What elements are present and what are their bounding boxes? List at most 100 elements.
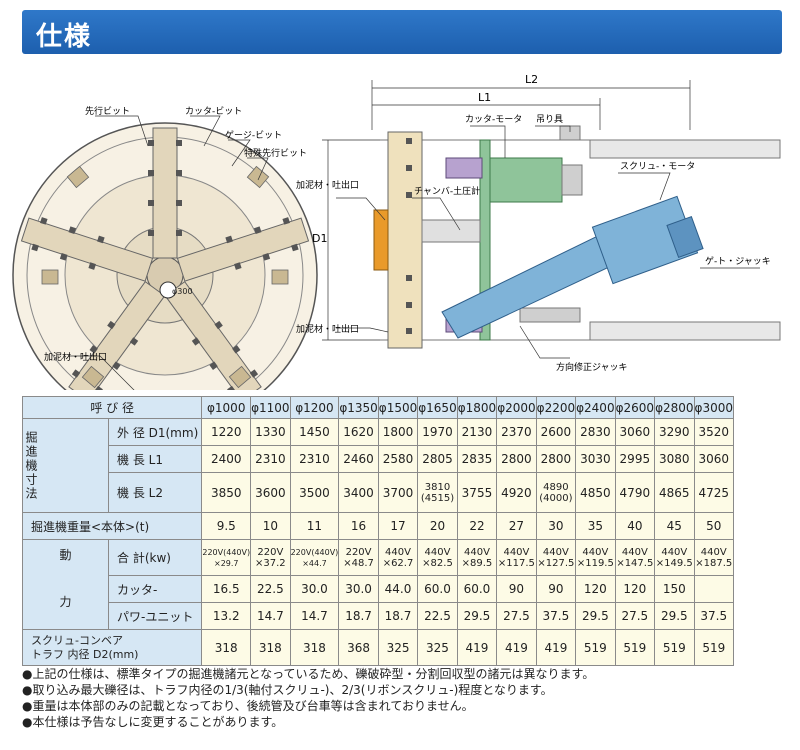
spec-table: 呼 び 径 φ1000 φ1100 φ1200 φ1350 φ1500 φ165… <box>21 396 735 666</box>
section-title-bar: 仕様 <box>22 10 782 54</box>
cell-d1: 2600 <box>535 418 577 446</box>
mud-outlet-upper-label: 加泥材・吐出口 <box>296 179 359 191</box>
cell-total: 440V ×119.5 <box>575 539 616 576</box>
cell-l2: 4920 <box>496 472 537 513</box>
cell-weight: 17 <box>377 512 419 540</box>
table-row-cutter: カッタ- 16.5 22.5 30.0 30.0 44.0 60.0 60.0 … <box>23 575 735 603</box>
cell-trough: 419 <box>535 629 577 666</box>
cell-total: 220V(440V) ×29.7 <box>201 539 252 576</box>
cell-weight: 11 <box>289 512 340 540</box>
cell-power-unit: 37.5 <box>693 602 735 630</box>
diameter-cell: φ2600 <box>614 396 656 419</box>
cell-trough: 318 <box>250 629 291 666</box>
row-label-power-unit: パワ-ユニット <box>107 602 203 630</box>
group-dimensions-label: 掘進機寸法 <box>24 430 38 501</box>
row-label-total: 合 計(kw) <box>107 539 203 576</box>
cell-cutter: 60.0 <box>456 575 498 603</box>
cell-total: 440V ×117.5 <box>496 539 537 576</box>
cell-cutter: 90 <box>535 575 577 603</box>
diameter-cell: φ1350 <box>338 396 379 419</box>
note-item: ●上記の仕様は、標準タイプの掘進機諸元となっているため、礫破砕型・分割回収型の諸… <box>22 667 595 681</box>
diameter-header-label: 呼 び 径 <box>21 396 203 419</box>
cutter-head-front-view: φ300 先行ビット カッタ-ビット ゲージ-ビット 特殊先行ビット 加泥材・吐… <box>12 105 318 390</box>
cell-cutter: 120 <box>575 575 616 603</box>
cell-d1: 2370 <box>496 418 537 446</box>
cell-l1: 2835 <box>456 445 498 473</box>
cell-d1: 2130 <box>456 418 498 446</box>
cell-weight: 50 <box>693 512 735 540</box>
row-label-cutter: カッタ- <box>107 575 203 603</box>
group-power-bottom: 力 <box>59 595 72 609</box>
cell-l2: 4890 (4000) <box>535 472 577 513</box>
cell-l2: 3400 <box>338 472 379 513</box>
cell-d1: 3520 <box>693 418 735 446</box>
cell-total: 440V ×187.5 <box>693 539 735 576</box>
mud-outlet-lower-label: 加泥材・吐出口 <box>296 323 359 335</box>
table-row-l1: 機 長 L1 2400 2310 2310 2460 2580 2805 283… <box>23 445 735 473</box>
cell-cutter <box>693 575 735 603</box>
table-row-l2: 機 長 L2 3850 3600 3500 3400 3700 3810 (45… <box>23 472 735 513</box>
cell-cutter: 150 <box>654 575 695 603</box>
steering-jack-label: 方向修正ジャッキ <box>556 361 628 373</box>
note-item: ●本仕様は予告なしに変更することがあります。 <box>22 715 284 729</box>
cell-l2: 3810 (4515) <box>417 472 458 513</box>
cell-trough: 318 <box>201 629 252 666</box>
cell-trough: 519 <box>614 629 656 666</box>
cell-l2: 4850 <box>575 472 616 513</box>
cell-cutter: 60.0 <box>417 575 458 603</box>
notes: ●上記の仕様は、標準タイプの掘進機諸元となっているため、礫破砕型・分割回収型の諸… <box>22 666 594 730</box>
cell-weight: 10 <box>250 512 291 540</box>
cell-cutter: 120 <box>614 575 656 603</box>
cutter-motor-label: カッタ-モータ <box>465 114 522 125</box>
cell-l1: 2800 <box>496 445 537 473</box>
cell-total: 440V ×82.5 <box>417 539 458 576</box>
cell-total: 220V ×48.7 <box>338 539 379 576</box>
diameter-cell: φ1500 <box>377 396 419 419</box>
table-row-trough: スクリュ-コンベア トラフ 内径 D2(mm) 318 318 318 368 … <box>21 629 735 666</box>
table-row-weight: 掘進機重量<本体>(t) 9.5 10 11 16 17 20 22 27 30… <box>21 512 735 540</box>
cell-l2: 3600 <box>250 472 291 513</box>
cell-l1: 2580 <box>377 445 419 473</box>
row-label-trough-1: スクリュ-コンベア <box>31 633 123 647</box>
cell-d1: 3290 <box>654 418 695 446</box>
cell-weight: 45 <box>654 512 695 540</box>
cell-l2: 4865 <box>654 472 695 513</box>
cell-total: 440V ×149.5 <box>654 539 695 576</box>
cell-cutter: 22.5 <box>250 575 291 603</box>
cell-power-unit: 29.5 <box>456 602 498 630</box>
dim-l2-label: L2 <box>525 73 538 86</box>
cell-cutter: 30.0 <box>289 575 340 603</box>
diameter-cell: φ1800 <box>456 396 498 419</box>
cell-weight: 9.5 <box>201 512 252 540</box>
cell-trough: 519 <box>693 629 735 666</box>
cell-l1: 3030 <box>575 445 616 473</box>
diameter-cell: φ1100 <box>250 396 291 419</box>
dim-d1-label: D1 <box>312 232 327 245</box>
cell-l1: 3080 <box>654 445 695 473</box>
note-item: ●重量は本体部のみの記載となっており、後続管及び台車等は含まれておりません。 <box>22 699 474 713</box>
cell-cutter: 16.5 <box>201 575 252 603</box>
diameter-cell: φ2800 <box>654 396 695 419</box>
cell-total: 440V ×89.5 <box>456 539 498 576</box>
page-title: 仕様 <box>36 22 93 52</box>
cell-l1: 2995 <box>614 445 656 473</box>
cell-power-unit: 14.7 <box>289 602 340 630</box>
cell-total: 220V(440V) ×44.7 <box>289 539 340 576</box>
cell-l2: 3500 <box>289 472 340 513</box>
chamber-pressure-label: チャンバ-土圧計 <box>414 185 480 197</box>
cell-d1: 1800 <box>377 418 419 446</box>
diameter-cell: φ2200 <box>535 396 577 419</box>
diameter-cell: φ2400 <box>575 396 616 419</box>
cell-l1: 2400 <box>201 445 252 473</box>
cell-power-unit: 22.5 <box>417 602 458 630</box>
table-row-d1: 掘進機寸法 外 径 D1(mm) 1220 1330 1450 1620 180… <box>22 418 735 513</box>
special-lead-bit-label: 特殊先行ビット <box>244 147 307 159</box>
gauge-bit-label: ゲージ-ビット <box>225 129 282 141</box>
row-label-l1: 機 長 L1 <box>107 445 203 473</box>
gate-jack-label: ゲ-ト・ジャッキ <box>705 255 771 267</box>
cell-d1: 3060 <box>614 418 656 446</box>
cell-power-unit: 37.5 <box>535 602 577 630</box>
cell-l2: 4790 <box>614 472 656 513</box>
cell-d1: 1220 <box>201 418 252 446</box>
cell-weight: 35 <box>575 512 616 540</box>
